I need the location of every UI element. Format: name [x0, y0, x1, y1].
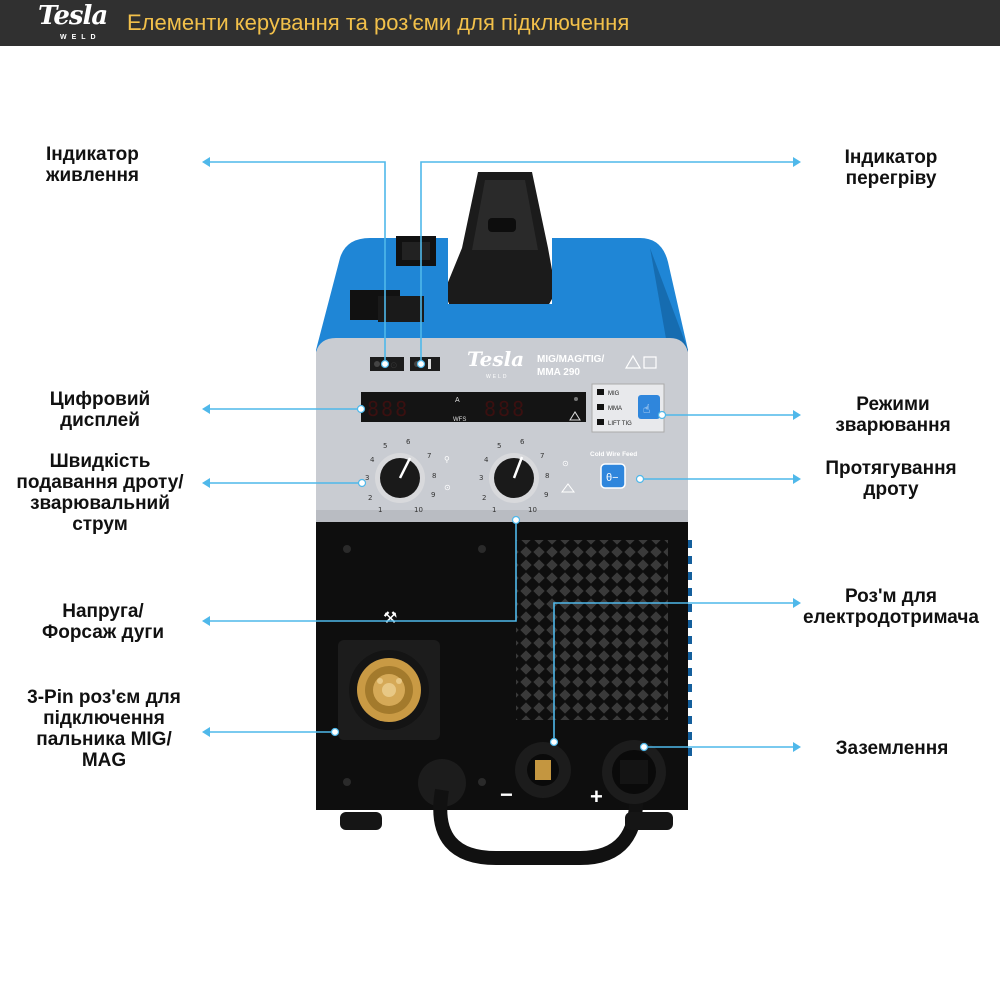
- display-unit-wfs: WFS: [453, 417, 466, 423]
- header-bar: Tesla WELD Елементи керування та роз'єми…: [0, 0, 1000, 46]
- svg-text:⊙: ⊙: [562, 459, 569, 468]
- svg-text:1: 1: [492, 506, 496, 514]
- wire-speed-knob[interactable]: 45 6 7 8 9 10 12 3 ⚲ ⊙: [365, 438, 451, 514]
- svg-text:3: 3: [365, 474, 369, 482]
- svg-text:⊙: ⊙: [444, 483, 451, 492]
- label-wire-speed-current: Швидкість подавання дроту/ зварювальний …: [16, 451, 184, 535]
- label-digital-display: Цифровий дисплей: [49, 389, 151, 431]
- label-welding-modes: Режими зварювання: [835, 394, 951, 436]
- svg-text:3: 3: [479, 474, 483, 482]
- page-title: Елементи керування та роз'єми для підклю…: [127, 10, 630, 35]
- svg-text:⊙: ⊙: [390, 361, 398, 371]
- svg-text:⚲: ⚲: [444, 455, 450, 464]
- label-wire-feed: Протягування дроту: [825, 458, 957, 500]
- mode-mma: MMA: [608, 406, 622, 412]
- display-unit-a: A: [455, 397, 460, 404]
- vent-grille: [516, 540, 668, 720]
- svg-text:7: 7: [427, 452, 431, 460]
- svg-text:888: 888: [484, 397, 526, 421]
- svg-text:5: 5: [497, 442, 501, 450]
- digital-display: [361, 392, 586, 422]
- panel-brand-sub: WELD: [486, 374, 508, 380]
- svg-text:4: 4: [484, 456, 489, 464]
- label-voltage-arc-force: Напруга/ Форсаж дуги: [42, 601, 164, 643]
- svg-text:8: 8: [545, 472, 549, 480]
- svg-text:5: 5: [383, 442, 387, 450]
- svg-text:8: 8: [432, 472, 436, 480]
- torch-icon: ⚒: [383, 610, 397, 627]
- control-panel: ⊙ Tesla WELD MIG/MAG/TIG/ MMA 290 888 88…: [316, 338, 688, 522]
- svg-text:4: 4: [370, 456, 375, 464]
- leader-lines: [202, 157, 801, 752]
- svg-text:10: 10: [528, 506, 537, 514]
- brand-logo: Tesla WELD: [38, 1, 108, 45]
- svg-text:θ−: θ−: [606, 472, 619, 484]
- svg-text:6: 6: [520, 438, 525, 446]
- wire-feed-button[interactable]: [600, 463, 626, 489]
- label-power-indicator: Індикатор живлення: [46, 144, 140, 186]
- svg-text:9: 9: [431, 491, 435, 499]
- mode-mig: MIG: [608, 391, 620, 397]
- plus-sign: +: [590, 784, 603, 809]
- mode-lift-tig: LIFT TIG: [608, 421, 632, 427]
- hand-icon: ☝: [643, 402, 650, 416]
- brand-name: Tesla: [38, 1, 108, 31]
- minus-sign: −: [500, 782, 513, 807]
- svg-text:2: 2: [482, 494, 486, 502]
- label-electrode-holder: Роз'м для електродотримача: [802, 586, 979, 628]
- svg-text:6: 6: [406, 438, 411, 446]
- label-overheat-indicator: Індикатор перегріву: [844, 147, 938, 189]
- mode-button[interactable]: [638, 395, 660, 419]
- panel-model-2: MMA 290: [537, 367, 580, 378]
- svg-text:1: 1: [378, 506, 382, 514]
- voltage-knob[interactable]: 45 6 7 8 9 10 12 3 ⊙: [479, 438, 575, 514]
- svg-text:10: 10: [414, 506, 423, 514]
- label-ground: Заземлення: [835, 738, 949, 759]
- label-torch-connector: 3-Pin роз'єм для підключення пальника MI…: [27, 687, 181, 771]
- lower-front: ⚒ − +: [316, 522, 688, 866]
- svg-text:7: 7: [540, 452, 544, 460]
- carry-handle: [444, 172, 556, 306]
- svg-text:2: 2: [368, 494, 372, 502]
- brand-sub: WELD: [60, 34, 101, 41]
- panel-brand: Tesla: [467, 347, 524, 371]
- svg-text:9: 9: [544, 491, 548, 499]
- svg-text:888: 888: [367, 397, 409, 421]
- cold-wire-feed-label: Cold Wire Feed: [590, 451, 637, 458]
- panel-model-1: MIG/MAG/TIG/: [537, 354, 604, 365]
